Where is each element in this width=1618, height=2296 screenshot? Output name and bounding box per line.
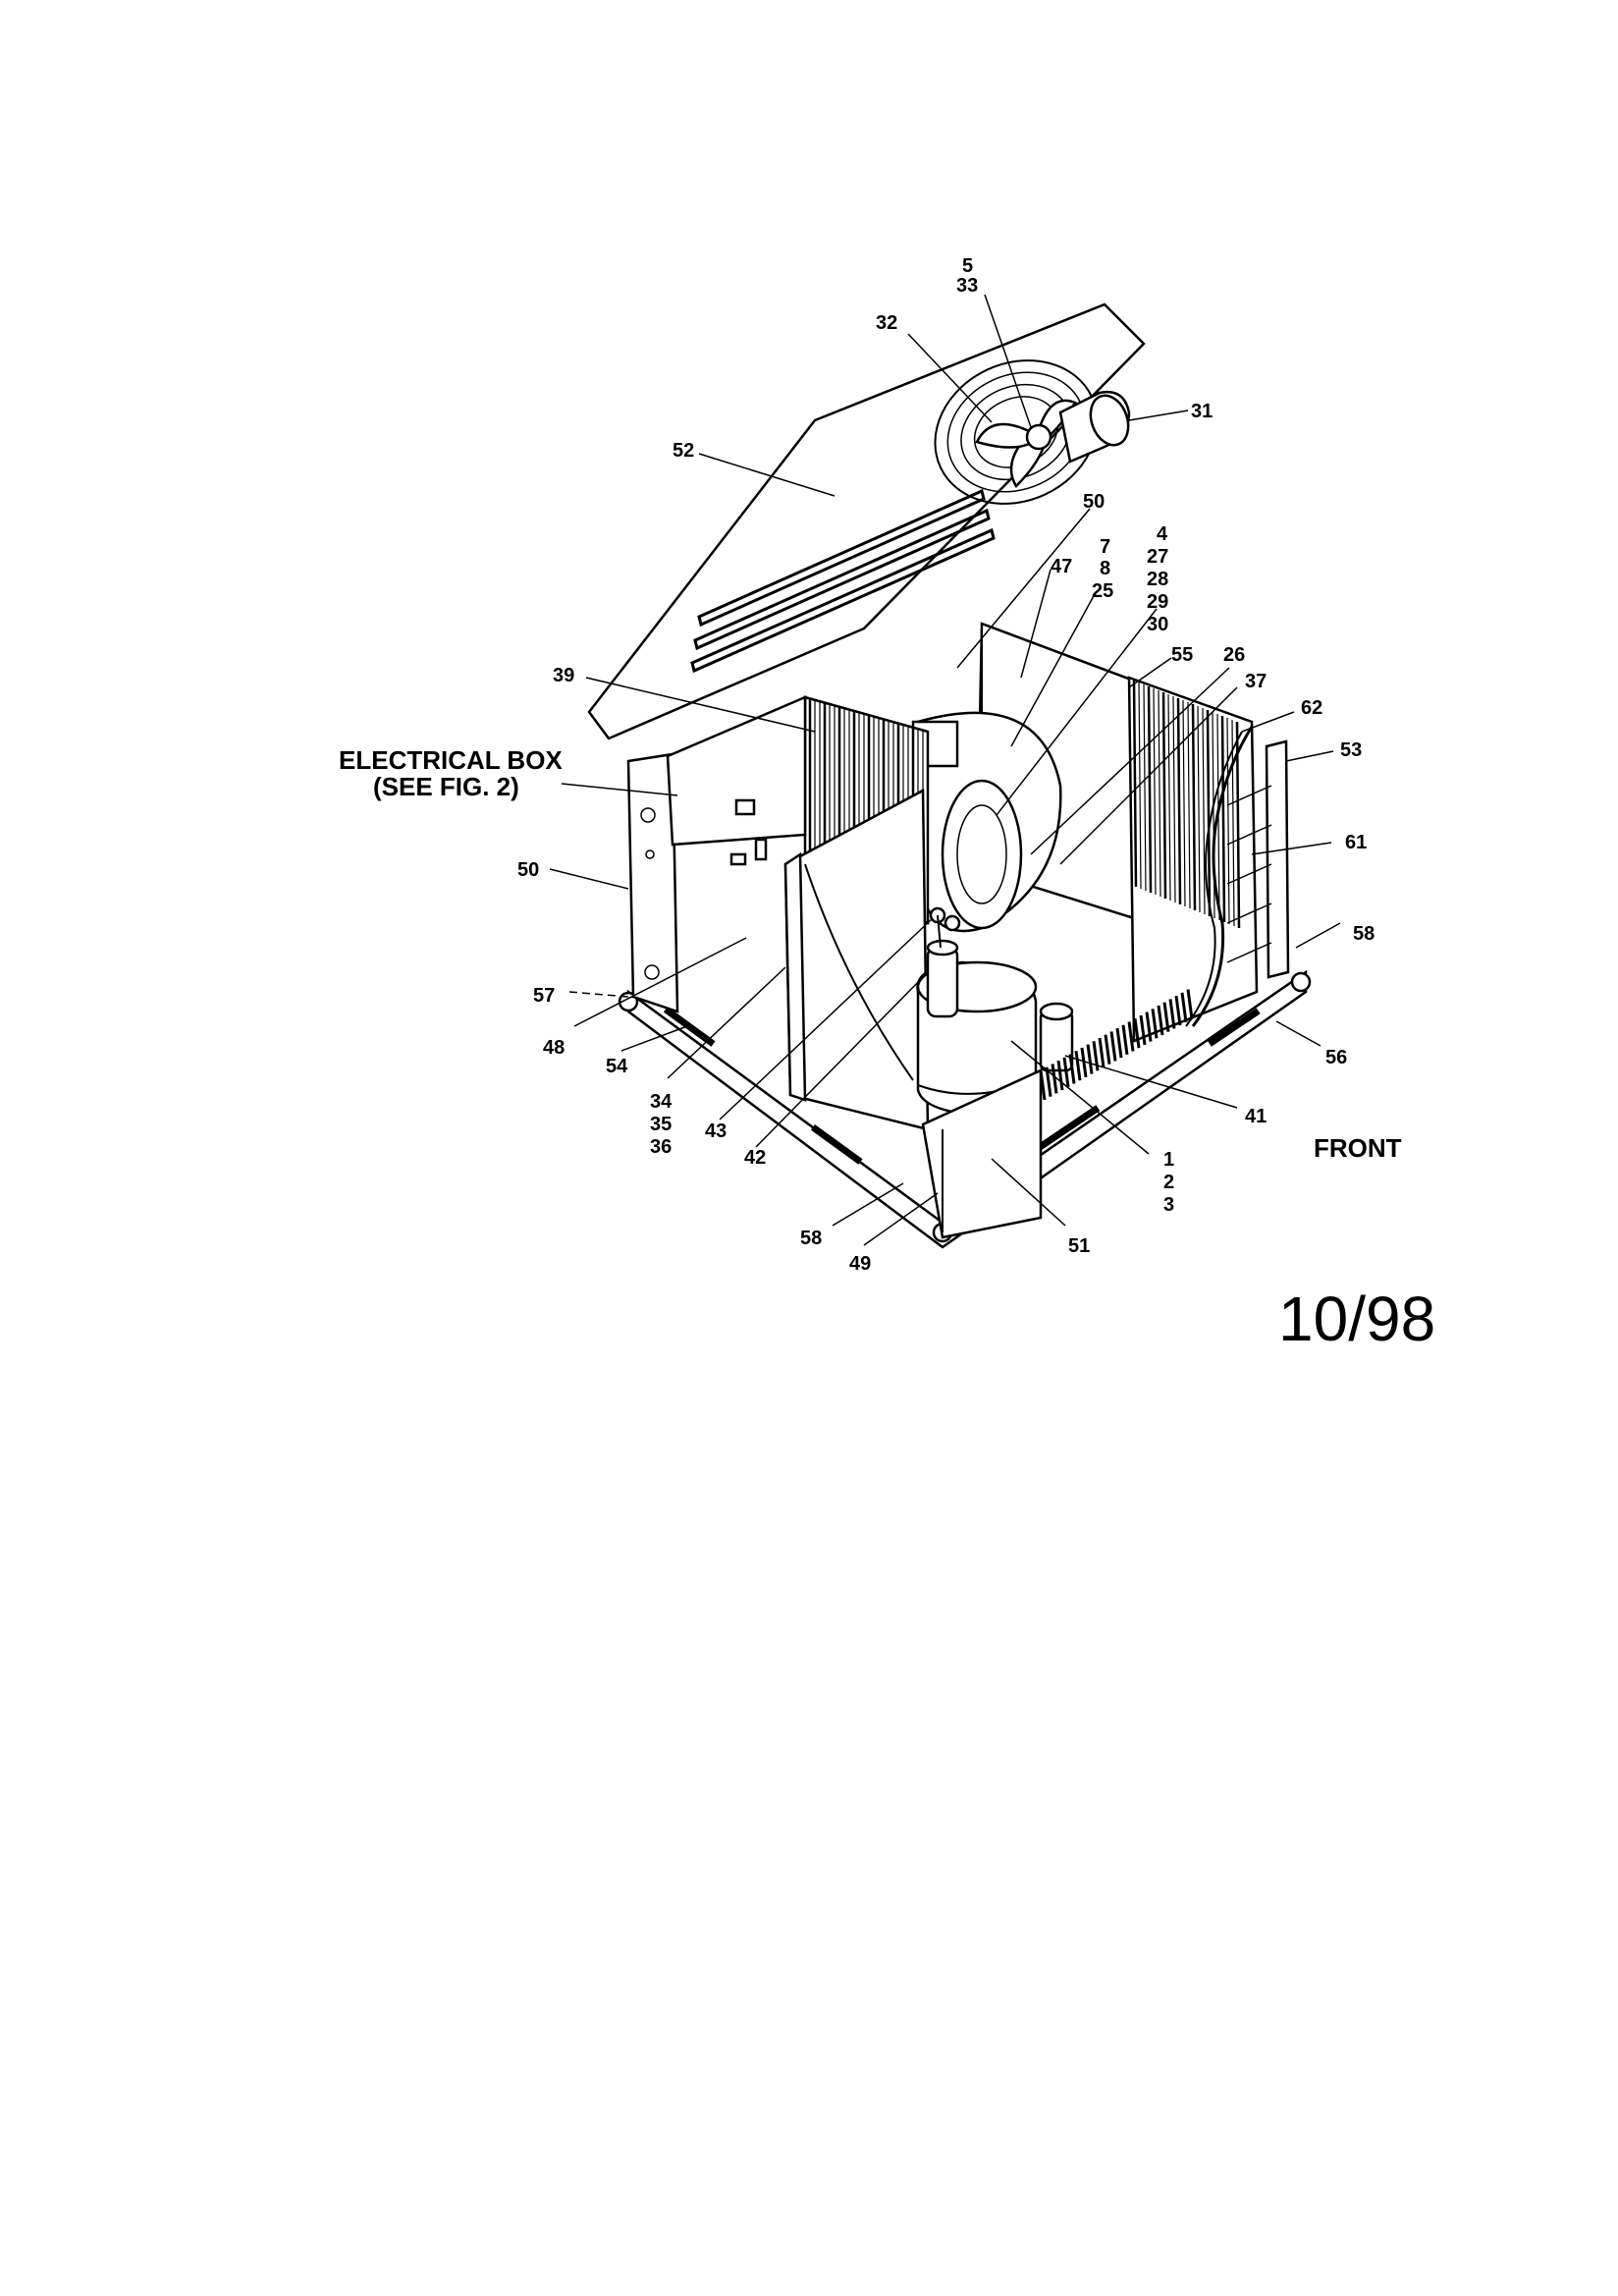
callout-2: 2 xyxy=(1163,1172,1174,1193)
callout-31: 31 xyxy=(1191,401,1213,422)
front-label: FRONT xyxy=(1314,1133,1402,1163)
blower-assembly xyxy=(911,711,1062,933)
unit-illustration xyxy=(587,302,1312,1249)
callout-32: 32 xyxy=(876,312,897,334)
callout-50-left: 50 xyxy=(517,859,539,881)
callout-58-right: 58 xyxy=(1353,923,1375,945)
electrical-box-panel xyxy=(666,695,807,847)
callout-26: 26 xyxy=(1223,644,1245,666)
callout-labels: 5 33 32 31 52 50 47 7 8 25 4 27 28 29 30… xyxy=(339,255,1435,1354)
callout-8: 8 xyxy=(1100,558,1110,579)
callout-27: 27 xyxy=(1147,546,1168,568)
callout-29: 29 xyxy=(1147,591,1168,613)
fan-motor xyxy=(1058,390,1131,464)
callout-53: 53 xyxy=(1340,739,1362,761)
corner-post xyxy=(1265,739,1290,979)
callout-62: 62 xyxy=(1301,697,1322,719)
callout-43: 43 xyxy=(705,1121,727,1142)
condenser-fan xyxy=(975,399,1077,489)
base-slots xyxy=(663,1007,1261,1165)
callout-47: 47 xyxy=(1051,556,1072,577)
callout-57: 57 xyxy=(533,985,555,1007)
callout-7: 7 xyxy=(1100,536,1110,558)
callout-42: 42 xyxy=(744,1147,766,1169)
callout-30: 30 xyxy=(1147,614,1168,635)
left-end-panel xyxy=(626,752,679,1013)
accumulator xyxy=(926,939,959,1018)
callout-35: 35 xyxy=(650,1114,672,1135)
callout-61: 61 xyxy=(1345,832,1367,853)
condenser-coil xyxy=(1127,676,1259,1043)
callout-36: 36 xyxy=(650,1136,672,1158)
leader-lines xyxy=(549,294,1341,1246)
callout-37: 37 xyxy=(1245,671,1267,692)
capacitor xyxy=(1039,1002,1074,1072)
callout-51: 51 xyxy=(1068,1235,1090,1257)
refrigerant-tubing xyxy=(1039,989,1194,1101)
callout-3: 3 xyxy=(1163,1194,1174,1216)
callout-1: 1 xyxy=(1163,1149,1174,1171)
service-valves xyxy=(929,906,961,949)
callout-49: 49 xyxy=(849,1253,871,1275)
callout-41: 41 xyxy=(1245,1106,1267,1127)
front-corner-panel xyxy=(921,1068,1043,1239)
callout-55: 55 xyxy=(1171,644,1193,666)
callout-52: 52 xyxy=(673,440,694,462)
callout-56: 56 xyxy=(1325,1047,1347,1068)
callout-25: 25 xyxy=(1092,580,1113,602)
callout-4: 4 xyxy=(1157,523,1168,545)
callout-28: 28 xyxy=(1147,569,1168,590)
callout-39: 39 xyxy=(553,665,574,686)
callout-54: 54 xyxy=(606,1056,628,1077)
callout-33: 33 xyxy=(956,275,978,297)
callout-48: 48 xyxy=(543,1037,565,1059)
electrical-box-see-fig: (SEE FIG. 2) xyxy=(373,772,519,801)
callout-50-top: 50 xyxy=(1083,491,1105,513)
callout-5: 5 xyxy=(962,255,973,277)
callout-58-bottom: 58 xyxy=(800,1228,822,1249)
lid-louvers xyxy=(690,488,996,674)
electrical-box-label: ELECTRICAL BOX xyxy=(339,745,563,775)
coil-guard xyxy=(1226,785,1272,963)
callout-34: 34 xyxy=(650,1091,673,1113)
revision-date: 10/98 xyxy=(1278,1284,1435,1354)
